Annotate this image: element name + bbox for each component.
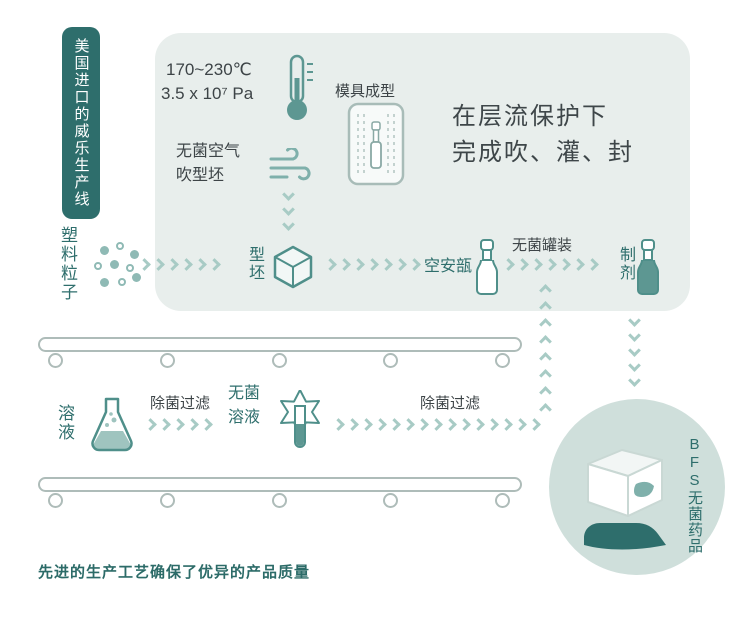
sterile-air-line2: 吹型坯	[176, 167, 225, 184]
flask-icon	[86, 396, 138, 459]
laminar-caption-line1: 在层流保护下	[452, 103, 608, 130]
air-blow-icon	[268, 146, 314, 193]
flow-arrow-right-particles-to-parison	[138, 258, 221, 271]
flow-arrow-right-ampoule-to-preparation	[502, 258, 599, 271]
thermometer-icon	[280, 52, 316, 129]
conveyor-belt-bottom	[38, 477, 522, 492]
parison-hexagon-icon	[270, 244, 316, 295]
laminar-caption-line2: 完成吹、灌、封	[452, 139, 634, 166]
solution-label: 溶液	[55, 404, 74, 442]
empty-ampoule-label: 空安瓿	[424, 258, 473, 275]
temperature-value: 170~230℃	[166, 60, 252, 79]
flow-arrow-down-blow-to-parison	[282, 188, 295, 231]
empty-ampoule-icon	[474, 236, 500, 301]
conveyor-belt-top	[38, 337, 522, 352]
footer-caption: 先进的生产工艺确保了优异的产品质量	[38, 564, 311, 581]
sterile-air-line1: 无菌空气	[176, 143, 241, 160]
plastic-particles-icon	[92, 240, 144, 302]
process-panel-background	[155, 33, 690, 311]
conveyor-rollers-bottom	[48, 493, 510, 508]
flow-arrow-right-parison-to-ampoule	[324, 258, 421, 271]
production-line-label: 美国进口的威乐生产线	[62, 27, 100, 219]
product-label: BFS无菌药品	[686, 436, 703, 554]
product-box-hand-icon	[570, 438, 674, 555]
mold-icon	[347, 102, 405, 191]
flow-arrow-up-solution-to-filling	[539, 284, 552, 416]
sterile-filling-label: 无菌罐装	[512, 237, 573, 254]
pressure-value: 3.5 x 10⁷ Pa	[161, 84, 254, 103]
parison-label: 型坯	[246, 246, 263, 282]
filtration-label-1: 除菌过滤	[150, 395, 211, 412]
flow-arrow-right-sterile-to-filling	[332, 418, 541, 431]
conveyor-rollers-top	[48, 353, 510, 368]
flow-arrow-down-preparation-to-product	[628, 314, 641, 387]
plastic-particles-label: 塑料粒子	[58, 226, 77, 302]
sterile-air-label: 无菌空气 吹型坯	[176, 140, 240, 188]
filtration-label-2: 除菌过滤	[420, 395, 481, 412]
mold-forming-label: 模具成型	[335, 83, 396, 100]
test-tube-burst-icon	[272, 389, 328, 461]
flow-arrow-right-solution-to-sterile	[144, 418, 213, 431]
filled-ampoule-icon	[635, 236, 661, 301]
sterile-solution-label: 无菌溶液	[228, 385, 261, 426]
preparation-label: 制剂	[617, 246, 634, 282]
